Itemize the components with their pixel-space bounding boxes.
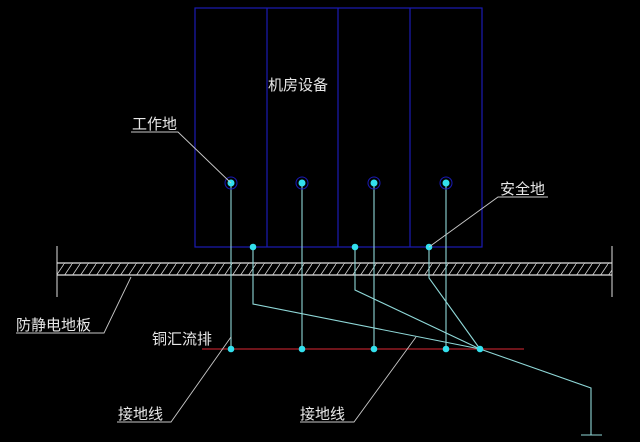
working-ground-label: 工作地 [132,115,177,133]
antistatic-floor [56,246,613,297]
leader-lines [16,131,548,423]
ground-wire-label-2: 接地线 [300,405,345,423]
equipment-label: 机房设备 [268,76,328,94]
copper-busbar-label: 铜汇流排 [152,330,212,348]
ground-wires [230,183,602,436]
safety-ground-label: 安全地 [500,180,545,198]
ground-wire-label-1: 接地线 [118,405,163,423]
equipment-cabinet [194,7,483,248]
antistatic-floor-label: 防静电地板 [16,316,91,334]
